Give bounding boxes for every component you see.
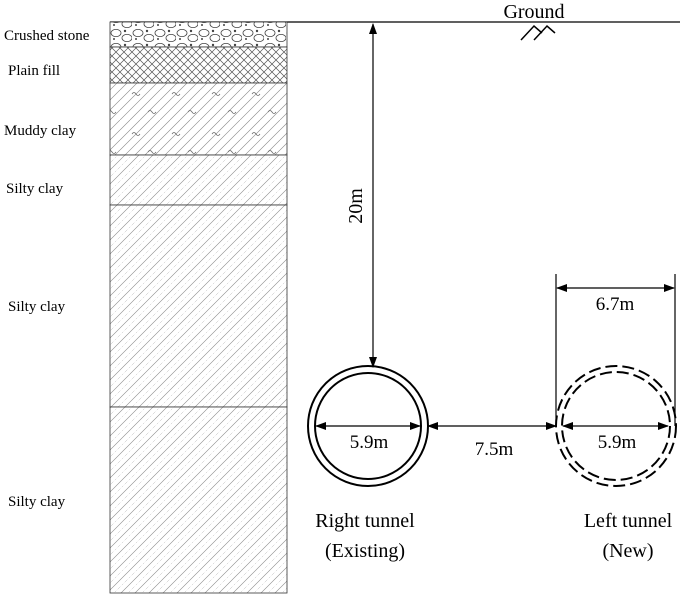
- depth-dimension: [369, 23, 377, 368]
- left-outer-dimension: [555, 274, 676, 426]
- right-tunnel-title: Right tunnel: [315, 510, 415, 532]
- layer-label: Silty clay: [8, 299, 66, 315]
- ground-symbol-icon: [520, 24, 556, 41]
- layer-silty-clay-1: [109, 154, 288, 206]
- depth-label: 20m: [345, 188, 367, 224]
- layer-label: Crushed stone: [4, 28, 90, 44]
- layer-crushed-stone: [109, 21, 288, 48]
- ground-label: Ground: [503, 1, 564, 23]
- spacing-label: 7.5m: [475, 439, 514, 460]
- right-diameter-label: 5.9m: [350, 432, 389, 453]
- layer-muddy-clay: [109, 82, 288, 156]
- right-diameter-dimension: [315, 422, 421, 430]
- spacing-dimension: [427, 422, 557, 430]
- left-tunnel-title: Left tunnel: [584, 510, 673, 532]
- left-diameter-dimension: [562, 422, 669, 430]
- layer-plain-fill: [109, 46, 288, 84]
- soil-column: [109, 21, 288, 594]
- layer-label: Silty clay: [8, 494, 66, 510]
- layer-label: Muddy clay: [4, 123, 77, 139]
- layer-silty-clay-2: [109, 204, 288, 408]
- layer-silty-clay-3: [109, 406, 288, 594]
- left-outer-label: 6.7m: [596, 294, 635, 315]
- left-diameter-label: 5.9m: [598, 432, 637, 453]
- layer-label: Plain fill: [8, 63, 60, 79]
- left-tunnel-subtitle: (New): [602, 540, 653, 562]
- layer-label: Silty clay: [6, 181, 64, 197]
- right-tunnel-subtitle: (Existing): [325, 540, 405, 562]
